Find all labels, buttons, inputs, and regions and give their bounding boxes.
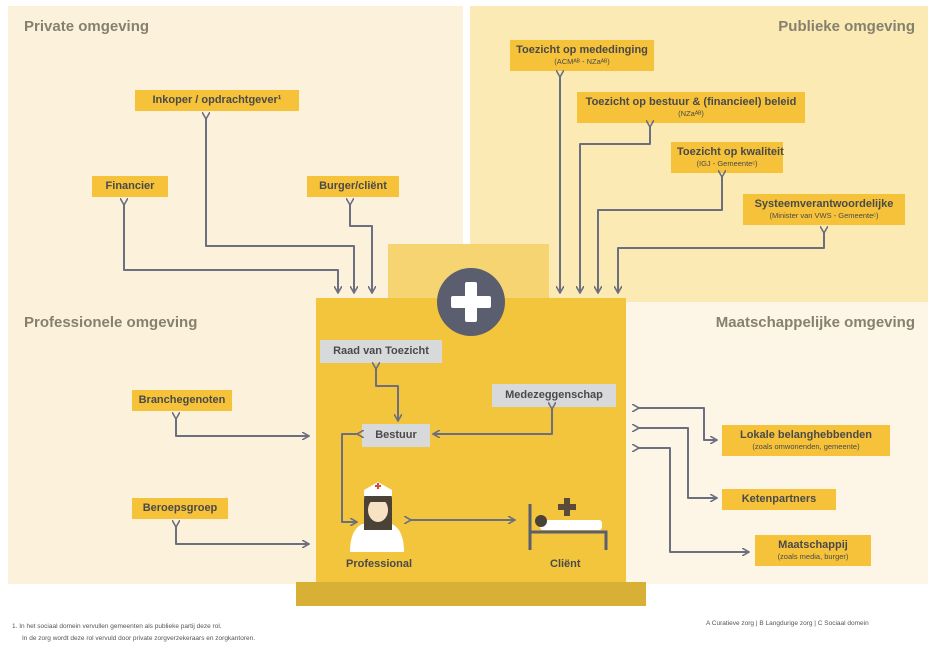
ketenpartners-box: Ketenpartners [722,489,836,510]
public-title: Publieke omgeving [778,18,915,35]
lokale-belanghebbenden-sub: (zoals omwonenden, gemeente) [752,442,860,451]
maatschappij-box: Maatschappij (zoals media, burger) [755,535,871,566]
toezicht-mededinging-title: Toezicht op mededinging [516,44,648,56]
arrow-inkoper [206,118,354,292]
toezicht-kwaliteit-title: Toezicht op kwaliteit [677,146,784,158]
arrow-maatschappij [638,448,748,552]
toezicht-bestuur-sub: (NZaᴬᴮ) [678,109,704,118]
arrow-systeem [618,232,824,292]
professional-label: Professional [346,558,413,570]
toezicht-bestuur-box: Toezicht op bestuur & (financieel) belei… [577,92,805,123]
building-base [296,582,646,606]
professional-title: Professionele omgeving [24,314,198,331]
maatschappij-sub: (zoals media, burger) [777,552,849,561]
toezicht-mededinging-sub: (ACMᴬᴮ - NZaᴬᴮ) [554,57,610,66]
toezicht-kwaliteit-sub: (IGJ - Gemeenteᶜ) [696,159,758,168]
arrow-medezeggenschap-bestuur [434,408,552,434]
medezeggenschap-box: Medezeggenschap [492,384,616,407]
medical-cross-icon [437,268,505,336]
arrow-toezicht-bestuur [580,126,650,292]
private-title: Private omgeving [24,18,150,35]
arrow-lokale [638,408,716,440]
nurse-icon [350,482,404,552]
branchegenoten-box: Branchegenoten [132,390,232,411]
lokale-belanghebbenden-box: Lokale belanghebbenden (zoals omwonenden… [722,425,890,456]
footnote-1-cont: In de zorg wordt deze rol vervuld door p… [22,635,256,642]
maatschappij-title: Maatschappij [778,539,848,551]
arrow-beroepsgroep [176,526,308,544]
raad-van-toezicht-box: Raad van Toezicht [320,340,442,363]
bestuur-box: Bestuur [362,424,430,447]
financier-box: Financier [92,176,168,197]
lokale-belanghebbenden-title: Lokale belanghebbenden [739,429,873,441]
footnote-legend: A Curatieve zorg | B Langdurige zorg | C… [706,620,869,627]
systeemverantwoordelijke-box: Systeemverantwoordelijke (Minister van V… [743,194,905,225]
hospital-bed-icon [528,498,608,550]
arrow-financier [124,204,338,292]
client-label: Cliënt [550,558,581,570]
toezicht-kwaliteit-box: Toezicht op kwaliteit (IGJ - Gemeenteᶜ) [671,142,784,173]
arrow-bestuur-professional [341,434,358,522]
arrow-burger [350,204,372,292]
systeemverantwoordelijke-title: Systeemverantwoordelijke [754,198,894,210]
toezicht-bestuur-title: Toezicht op bestuur & (financieel) belei… [585,96,797,108]
arrow-branchegenoten [176,418,308,436]
systeemverantwoordelijke-sub: (Minister van VWS - Gemeenteᶜ) [769,211,879,220]
arrow-toezicht-kwaliteit [598,176,722,292]
toezicht-mededinging-box: Toezicht op mededinging (ACMᴬᴮ - NZaᴬᴮ) [510,40,654,71]
arrow-rvt-bestuur [376,368,398,420]
societal-title: Maatschappelijke omgeving [715,314,915,331]
footnote-1: 1. In het sociaal domein vervullen gemee… [12,623,222,630]
inkoper-box: Inkoper / opdrachtgever¹ [135,90,299,111]
beroepsgroep-box: Beroepsgroep [132,498,228,519]
